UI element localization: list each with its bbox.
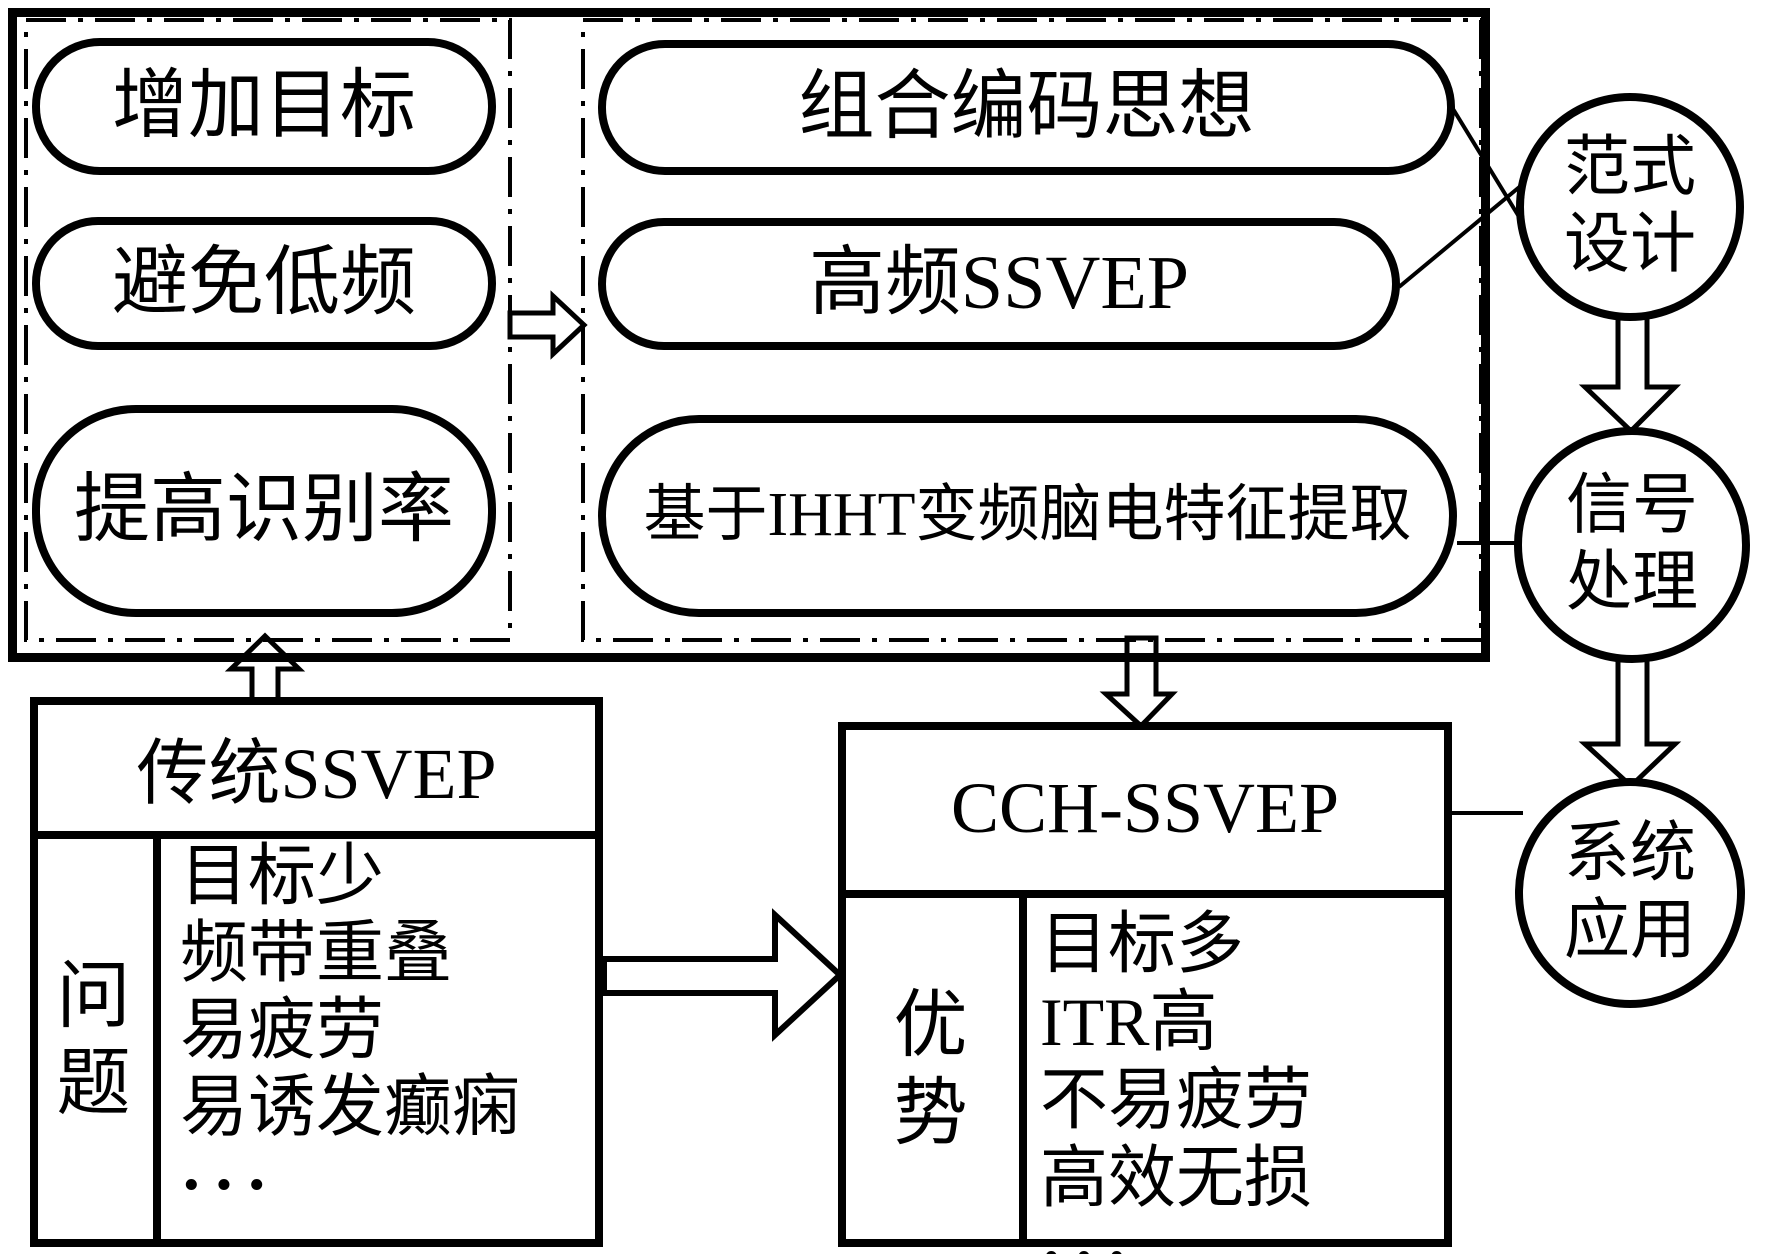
cch-item-list: 目标多 ITR高 不易疲劳 高效无损 ··· — [1040, 905, 1312, 1254]
advantage-item-ellipsis: ··· — [1040, 1217, 1312, 1254]
arrow-right-big — [601, 908, 845, 1042]
pill-ihht-feature-extraction-label: 基于IHHT变频脑电特征提取 — [643, 481, 1412, 550]
traditional-title-wrap: 传统SSVEP — [30, 701, 603, 831]
circle-system-application — [1515, 778, 1745, 1008]
advantage-item: 目标多 — [1040, 906, 1245, 982]
circle-paradigm-design-label: 范式设计 — [1564, 131, 1696, 281]
pill-avoid-low-freq-label-wrap: 避免低频 — [32, 217, 496, 350]
arrow-right-small — [507, 290, 588, 360]
arrow-signal-to-system — [1578, 655, 1682, 790]
pill-high-freq-ssvep-label: 高频SSVEP — [808, 241, 1190, 326]
problem-item-ellipsis: ··· — [180, 1146, 279, 1222]
pill-improve-accuracy-label: 提高识别率 — [74, 468, 454, 553]
cch-title-wrap: CCH-SSVEP — [838, 726, 1452, 890]
advantage-item: 不易疲劳 — [1040, 1062, 1313, 1138]
traditional-box — [30, 697, 603, 1247]
methods-group-box — [581, 18, 1483, 642]
pill-improve-accuracy-label-wrap: 提高识别率 — [32, 405, 496, 617]
arrow-paradigm-to-signal — [1578, 313, 1682, 435]
problem-item: 频带重叠 — [180, 915, 453, 991]
pill-improve-accuracy — [32, 405, 496, 617]
pill-ihht-feature-extraction — [598, 415, 1457, 617]
circle-signal-processing — [1514, 427, 1750, 663]
pill-ihht-feature-extraction-label-wrap: 基于IHHT变频脑电特征提取 — [598, 415, 1457, 617]
traditional-row-label-wrap: 问题 — [30, 839, 157, 1243]
traditional-title: 传统SSVEP — [136, 733, 497, 814]
cch-row-label: 优势 — [893, 985, 968, 1155]
circle-signal-processing-label-wrap: 信号处理 — [1518, 431, 1746, 659]
problem-item: 易疲劳 — [180, 992, 385, 1068]
pill-avoid-low-freq-label: 避免低频 — [112, 240, 416, 325]
arrow-down-cch — [1099, 635, 1178, 730]
cch-row-label-wrap: 优势 — [838, 898, 1023, 1243]
problem-item: 易诱发癫痫 — [180, 1069, 521, 1145]
pill-avoid-low-freq — [32, 217, 496, 350]
cch-box — [838, 722, 1452, 1247]
traditional-row-label: 问题 — [56, 955, 131, 1125]
goals-group-box — [24, 18, 512, 642]
circle-system-application-label: 系统应用 — [1564, 817, 1696, 967]
advantage-item: 高效无损 — [1040, 1140, 1313, 1216]
pill-combined-coding-label-wrap: 组合编码思想 — [598, 40, 1455, 175]
pill-high-freq-ssvep-label-wrap: 高频SSVEP — [598, 218, 1400, 350]
circle-paradigm-design-label-wrap: 范式设计 — [1520, 97, 1740, 317]
pill-add-targets-label: 增加目标 — [112, 63, 416, 148]
connector-highfreq-to-paradigm — [1397, 182, 1525, 289]
circle-signal-processing-label: 信号处理 — [1566, 469, 1698, 619]
pill-high-freq-ssvep — [598, 218, 1400, 350]
arrow-up-traditional — [224, 632, 306, 703]
cch-title: CCH-SSVEP — [950, 767, 1340, 848]
outer-frame — [8, 8, 1490, 662]
advantage-item: ITR高 — [1040, 984, 1218, 1060]
pill-add-targets — [32, 38, 496, 175]
problem-item: 目标少 — [180, 838, 385, 914]
traditional-item-list: 目标少 频带重叠 易疲劳 易诱发癫痫 ··· — [180, 838, 520, 1223]
connector-coding-to-paradigm — [1448, 102, 1523, 222]
circle-paradigm-design — [1516, 93, 1744, 321]
circle-system-application-label-wrap: 系统应用 — [1519, 782, 1741, 1004]
pill-add-targets-label-wrap: 增加目标 — [32, 38, 496, 175]
pill-combined-coding-label: 组合编码思想 — [798, 64, 1255, 149]
